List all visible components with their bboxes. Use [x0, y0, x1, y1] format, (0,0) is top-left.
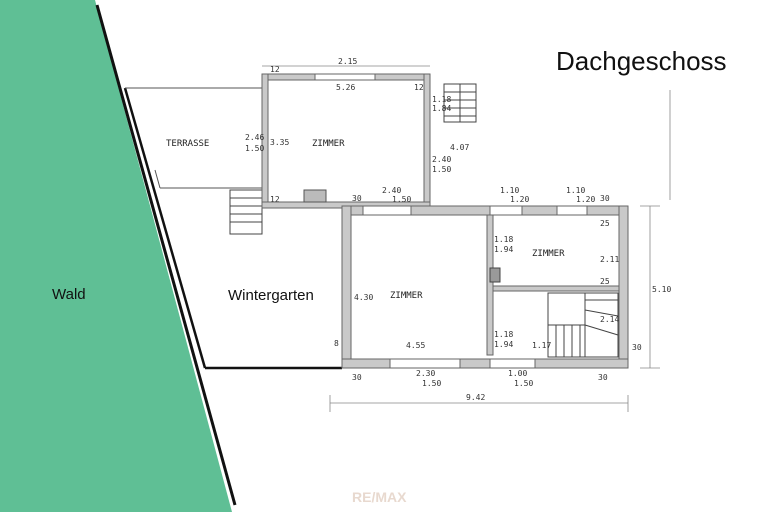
dim-stair-w: 2.14: [600, 315, 619, 324]
main-windows: [362, 205, 588, 369]
main-block-walls: [341, 205, 629, 369]
dim-bottom-win1-sub: 1.50: [422, 379, 441, 388]
top-stairs: [443, 83, 477, 123]
top-room-window: [314, 73, 376, 81]
dim-bottom-win2: 1.00: [508, 369, 527, 378]
dim-zimmer-top-right-sub: 1.50: [432, 165, 451, 174]
terrace-label: TERRASSE: [166, 139, 209, 149]
dim-door-top-sub: 1.84: [432, 104, 451, 113]
forest-label: Wald: [52, 286, 86, 303]
dim-right-30: 30: [600, 194, 610, 203]
dim-inner-door2: 1.18: [494, 330, 513, 339]
plan-title: Dachgeschoss: [556, 46, 727, 76]
fireplace: [489, 267, 501, 283]
dim-top-width: 5.26: [336, 83, 355, 92]
dim-win-mid-sub: 1.50: [392, 195, 411, 204]
dim-small-8: 8: [334, 339, 339, 348]
dim-zimmer-main-width: 4.55: [406, 341, 425, 350]
room-label-top: ZIMMER: [312, 139, 345, 149]
winter-garden-outer-line: [123, 87, 207, 369]
dim-right-total: 5.10: [652, 285, 671, 294]
dim-small-25b: 25: [600, 277, 610, 286]
dim-zimmer-top-height: 3.35: [270, 138, 289, 147]
dim-mid-30: 30: [352, 194, 362, 203]
dim-small-30: 30: [632, 343, 642, 352]
winter-garden-label: Wintergarten: [228, 287, 314, 304]
chimney: [303, 189, 327, 203]
dim-small-25a: 25: [600, 219, 610, 228]
dim-wall-407: 4.07: [450, 143, 469, 152]
dim-win-r1-sub: 1.20: [510, 195, 529, 204]
dim-inner-door-sub: 1.94: [494, 245, 513, 254]
dim-terrasse-window-sub: 1.50: [245, 144, 264, 153]
terrace-stairs: [229, 189, 263, 235]
inner-stairs: [547, 292, 619, 358]
dim-win-mid: 2.40: [382, 186, 401, 195]
dim-win-r2-sub: 1.20: [576, 195, 595, 204]
dim-terrasse-window: 2.46: [245, 133, 264, 142]
dim-top-left-small: 12: [270, 65, 280, 74]
forest-border-line: [95, 4, 237, 506]
dim-right-room-h: 2.11: [600, 255, 619, 264]
dim-zimmer-top-right: 2.40: [432, 155, 451, 164]
terrace-line-3: [154, 169, 161, 189]
dim-top-mark: 2.15: [338, 57, 357, 66]
watermark: RE/MAX: [352, 489, 407, 505]
dim-bottom-win1: 2.30: [416, 369, 435, 378]
dim-bottom-30l: 30: [352, 373, 362, 382]
dim-door-top: 1.18: [432, 95, 451, 104]
dim-bottom-win2-sub: 1.50: [514, 379, 533, 388]
dim-corr-w: 1.17: [532, 341, 551, 350]
dimension-lines: [262, 65, 671, 412]
dim-win-r2: 1.10: [566, 186, 585, 195]
room-label-main: ZIMMER: [390, 291, 423, 301]
dim-bottom-small-left: 12: [270, 195, 280, 204]
dim-inner-door2-sub: 1.94: [494, 340, 513, 349]
dim-top-right-small: 12: [414, 83, 424, 92]
dim-bottom-30r: 30: [598, 373, 608, 382]
dim-zimmer-main-height: 4.30: [354, 293, 373, 302]
dim-inner-door: 1.18: [494, 235, 513, 244]
room-label-right: ZIMMER: [532, 249, 565, 259]
dim-win-r1: 1.10: [500, 186, 519, 195]
dim-total-width: 9.42: [466, 393, 485, 402]
forest-area: [0, 0, 232, 512]
